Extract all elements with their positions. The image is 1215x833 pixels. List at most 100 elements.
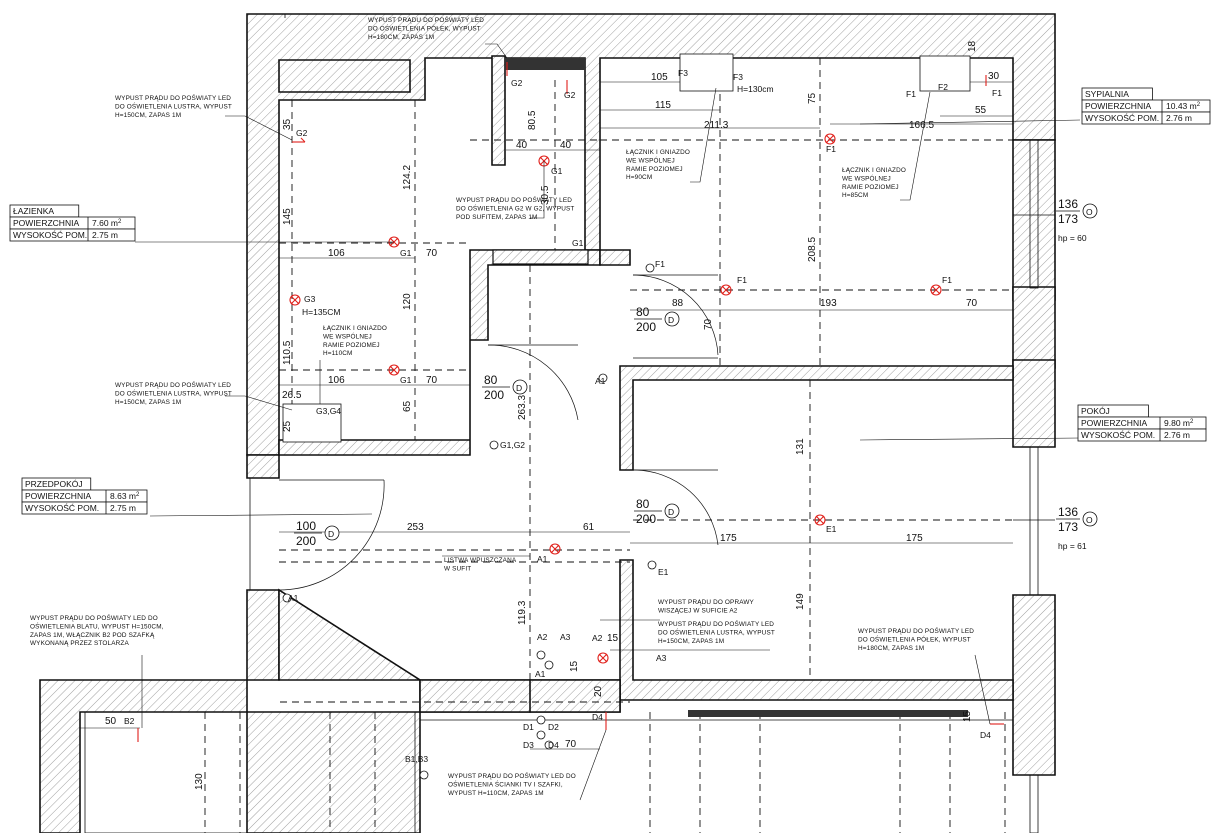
room-height-label: WYSOKOŚĆ POM.	[13, 229, 87, 240]
note-line: RAMIE POZIOMEJ	[323, 342, 380, 349]
note-line: WYPUST PRĄDU DO POŚWIATY LED	[115, 380, 231, 389]
note-line: WYPUST PRĄDU DO POŚWIATY LED DO	[30, 613, 158, 622]
dim-30: 30	[988, 71, 1000, 82]
dim-106a: 106	[328, 248, 345, 259]
room-area-label: POWIERZCHNIA	[1081, 418, 1147, 428]
circuit-label: F1	[826, 144, 836, 154]
circuit-label: G3,G4	[316, 406, 341, 416]
dimension-labels: 105 115 211.3 75 30 55 166.5 18 35 80.5 …	[105, 40, 1000, 790]
note-line: WE WSPÓLNEJ	[323, 331, 372, 340]
dim-106b: 106	[328, 375, 345, 386]
note-line: DO OŚWIETLENIA LUSTRA, WYPUST	[658, 627, 775, 636]
room-area-label: POWIERZCHNIA	[1085, 101, 1151, 111]
room-area: 7.60 m2	[92, 218, 122, 228]
furniture-outline	[84, 58, 1013, 833]
note-line: DO OŚWIETLENIA PÓŁEK, WYPUST	[858, 634, 971, 643]
circuit-label: E1	[658, 567, 669, 577]
area-unit-superscript: 2	[1190, 419, 1194, 425]
dim-70c: 70	[966, 298, 978, 309]
window-height: 173	[1058, 212, 1078, 226]
dim-15b: 15	[569, 660, 580, 672]
window-height: 173	[1058, 520, 1078, 534]
circuit-label: D4	[548, 740, 559, 750]
area-unit-superscript: 2	[136, 492, 140, 498]
circuit-label: D4	[592, 712, 603, 722]
window-width: 136	[1058, 197, 1078, 211]
note-line: DO OŚWIETLENIA LUSTRA, WYPUST	[115, 388, 232, 397]
dim-70b: 70	[426, 375, 438, 386]
note-line: DO OŚWIETLENIA PÓŁEK, WYPUST	[368, 23, 481, 32]
circuit-label: D4	[980, 730, 991, 740]
circuit-label: A1	[288, 593, 299, 603]
note-line: WYPUST PRĄDU DO OPRAWY	[658, 599, 755, 606]
dim-25: 25	[282, 420, 293, 432]
note-line: RAMIE POZIOMEJ	[626, 166, 683, 173]
room-area: 10.43 m2	[1166, 101, 1201, 111]
dim-130: 130	[194, 773, 205, 790]
door-height: 200	[296, 534, 316, 548]
note-line: WE WSPÓLNEJ	[626, 155, 675, 164]
room-area-label: POWIERZCHNIA	[25, 491, 91, 501]
note-line: WYPUST PRĄDU DO POŚWIATY LED	[456, 195, 572, 204]
note-line: WYPUST PRĄDU DO POŚWIATY LED	[858, 626, 974, 635]
circuit-label: G2	[564, 90, 576, 100]
circuit-label: D1	[523, 722, 534, 732]
note-kitchen: WYPUST PRĄDU DO POŚWIATY LED DOOŚWIETLEN…	[30, 613, 164, 647]
room-area: 9.80 m2	[1164, 418, 1194, 428]
note-line: POD SUFITEM, ZAPAS 1M	[456, 214, 538, 221]
door-height: 200	[636, 512, 656, 526]
circuit-label: G2	[296, 128, 308, 138]
dim-253: 253	[407, 522, 424, 533]
dim-30-5: 30.5	[540, 185, 551, 205]
dim-124-2: 124.2	[402, 165, 413, 190]
circuit-label: G1	[400, 248, 412, 258]
note-line: WYPUST PRĄDU DO POŚWIATY LED	[658, 619, 774, 628]
note-leaders	[135, 43, 1081, 801]
dim-175a: 175	[720, 533, 737, 544]
note-line: WYPUST PRĄDU DO POŚWIATY LED	[368, 15, 484, 24]
dim-263-3: 263.3	[517, 395, 528, 420]
note-tv: WYPUST PRĄDU DO POŚWIATY LED DOOŚWIETLEN…	[448, 771, 576, 797]
note-line: OŚWIETLENIA ŚCIANKI TV I SZAFKI,	[448, 779, 563, 788]
window-sill-height: hp = 61	[1058, 541, 1087, 551]
circuit-label: F1	[992, 88, 1002, 98]
circuit-label: G2	[511, 78, 523, 88]
dim-70e: 70	[565, 739, 577, 750]
circuit-label: F2	[938, 82, 948, 92]
circuit-label: A1	[595, 376, 606, 386]
dim-18: 18	[967, 40, 978, 52]
dim-88: 88	[672, 298, 684, 309]
dim-26-5: 26.5	[282, 390, 302, 401]
door-swings	[249, 274, 719, 591]
note-line: WISZĄCEJ W SUFICIE A2	[658, 607, 738, 614]
area-unit-superscript: 2	[118, 219, 122, 225]
room-name: SYPIALNIA	[1085, 89, 1129, 99]
dim-131: 131	[795, 438, 806, 455]
window-frames	[1013, 139, 1055, 833]
dim-110-5: 110.5	[282, 340, 293, 365]
height-130: H=130cm	[737, 84, 774, 94]
door-width: 100	[296, 519, 316, 533]
note-line: RAMIE POZIOMEJ	[842, 184, 899, 191]
ceiling-lines	[204, 58, 1013, 833]
circuit-label: F1	[655, 259, 665, 269]
dim-35: 35	[282, 118, 293, 130]
note-line: H=180CM, ZAPAS 1M	[368, 34, 434, 41]
circuit-label: G3	[304, 294, 316, 304]
dim-40b: 40	[560, 140, 572, 151]
room-name: ŁAZIENKA	[13, 206, 54, 216]
dim-15c: 15	[962, 710, 973, 722]
room-name: POKÓJ	[1081, 406, 1110, 416]
dim-15a: 15	[607, 633, 619, 644]
door-height: 200	[484, 388, 504, 402]
dim-145: 145	[282, 208, 293, 225]
